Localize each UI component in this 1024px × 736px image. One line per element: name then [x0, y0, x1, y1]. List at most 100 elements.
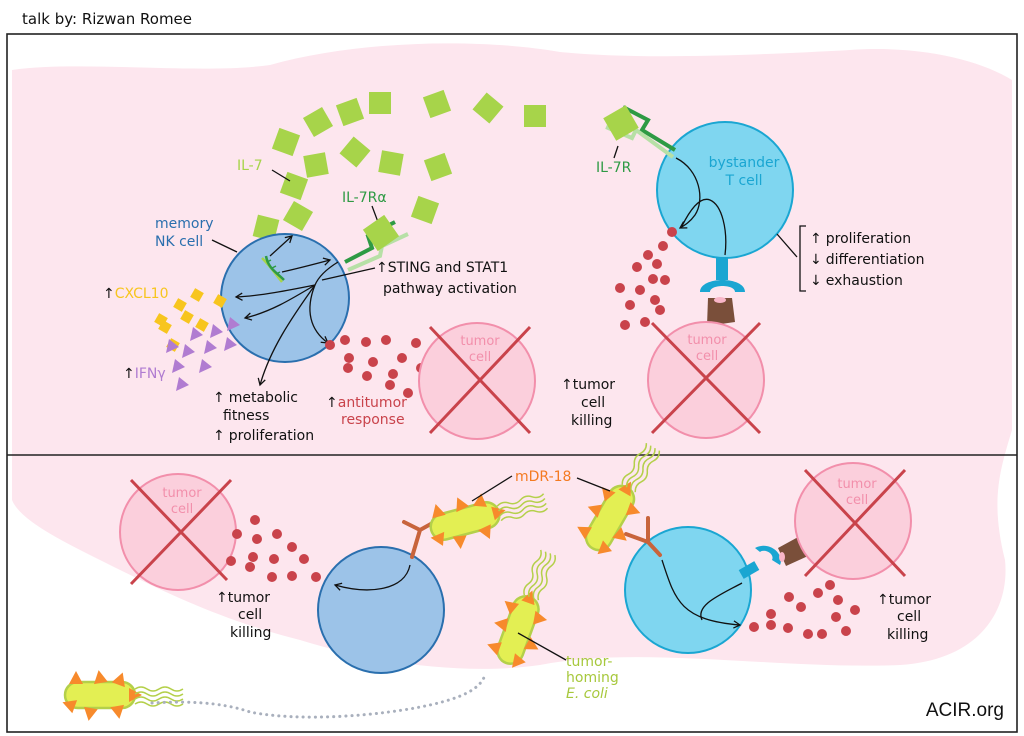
bacterium-mdr18-right — [577, 443, 661, 555]
il7ra-label-pointer — [371, 205, 379, 223]
nk-bottom-arrow — [333, 564, 411, 591]
spike-protein — [430, 531, 445, 546]
il7-square — [335, 97, 365, 127]
il7r-receptor — [603, 105, 677, 159]
granule — [817, 629, 827, 639]
cxcl10-label: ↑CXCL10 — [103, 286, 168, 302]
cxcl10-square — [158, 320, 172, 334]
proliferation-label: ↑proliferation — [213, 428, 314, 444]
granule — [850, 605, 860, 615]
il7-square — [422, 89, 452, 119]
bottom-panel: tumor cell tumor cell — [62, 443, 1004, 721]
spike-protein — [478, 524, 491, 540]
cell-label: cell — [846, 493, 868, 508]
il7-label-pointer — [271, 169, 291, 182]
flagellum — [630, 448, 656, 490]
cytotoxic-granules-bottom-t — [749, 580, 860, 639]
spike-protein — [487, 642, 502, 656]
cytotoxic-granules-t-cell — [615, 227, 677, 330]
dna-icon — [261, 255, 285, 283]
t-cell-bottom-arrow-1 — [661, 559, 742, 629]
granule — [803, 629, 813, 639]
granule — [340, 335, 350, 345]
il7ra-label: IL-7Rα — [342, 190, 387, 206]
granule — [825, 580, 835, 590]
spike-protein — [587, 504, 603, 518]
killing-right-line3: killing — [887, 627, 928, 643]
granule — [385, 380, 395, 390]
flagellum — [537, 554, 556, 601]
il7-square — [378, 150, 404, 176]
flagellum — [500, 507, 549, 522]
mdr18-label: mDR-18 — [515, 469, 571, 485]
granule — [783, 623, 793, 633]
spike-protein — [110, 704, 125, 719]
spike-protein — [456, 497, 470, 513]
t-cell-synapse — [700, 258, 745, 326]
ifng-triangle — [224, 337, 237, 351]
spike-protein — [597, 540, 612, 555]
metabolic-label-line2: fitness — [223, 408, 269, 424]
il7-square — [472, 92, 504, 124]
granule — [643, 250, 653, 260]
granule — [813, 588, 823, 598]
granule — [245, 562, 255, 572]
spike-protein — [93, 670, 108, 685]
flagellum — [134, 691, 184, 697]
il7-square — [282, 200, 314, 232]
ecoli-label-line2: homing — [566, 670, 619, 686]
flagellum — [621, 443, 648, 485]
spike-protein — [523, 636, 539, 650]
arrow-to-granules — [309, 284, 330, 344]
granule — [635, 285, 645, 295]
granule — [652, 259, 662, 269]
tumor-label: tumor — [162, 486, 202, 501]
spike-protein — [612, 527, 627, 541]
spike-protein — [111, 672, 125, 688]
cxcl10-square — [180, 310, 194, 324]
nk-label-pointer — [211, 239, 238, 253]
cell-label: cell — [696, 349, 718, 364]
granule — [833, 595, 843, 605]
cxcl10-square — [190, 288, 204, 302]
t-cell-bottom-arrow-2 — [700, 582, 743, 621]
killing-label-line2: cell — [581, 395, 605, 411]
flagellum — [496, 493, 545, 507]
effect-exhaustion: ↓exhaustion — [810, 273, 903, 289]
mdr18-pointer-right — [576, 477, 611, 492]
flagellum — [134, 686, 184, 692]
granule — [344, 353, 354, 363]
granule — [411, 338, 421, 348]
bystander-label-line1: bystander — [709, 155, 780, 171]
talk-credit: talk by: Rizwan Romee — [22, 10, 192, 28]
cxcl10-square — [173, 298, 187, 312]
cell-label: cell — [171, 502, 193, 517]
granule — [660, 275, 670, 285]
il7-square — [524, 105, 546, 127]
spike-protein — [521, 590, 535, 606]
granule — [625, 300, 635, 310]
spike-protein — [504, 600, 520, 615]
cxcl10-chemokines — [154, 288, 227, 352]
granule — [397, 353, 407, 363]
sting-label-line2: pathway activation — [383, 281, 517, 297]
granule — [784, 592, 794, 602]
granule — [248, 552, 258, 562]
il7-square — [303, 152, 329, 178]
metabolic-label-line1: ↑metabolic — [213, 390, 298, 406]
ifng-triangle — [172, 359, 185, 373]
granule — [269, 554, 279, 564]
granule — [831, 612, 841, 622]
il7-square — [369, 92, 391, 114]
killing-left-line3: killing — [230, 625, 271, 641]
flagellum — [497, 498, 546, 512]
spike-protein — [533, 610, 548, 625]
nk-cell-bottom — [317, 546, 445, 674]
bystander-t-cell — [656, 121, 794, 259]
arrow-hub — [314, 261, 339, 286]
granule — [749, 622, 759, 632]
memory-nk-label-line1: memory — [155, 216, 214, 232]
bacteria-migration-path — [150, 673, 487, 719]
cell-label: cell — [469, 350, 491, 365]
il7-label: IL-7 — [237, 158, 263, 174]
